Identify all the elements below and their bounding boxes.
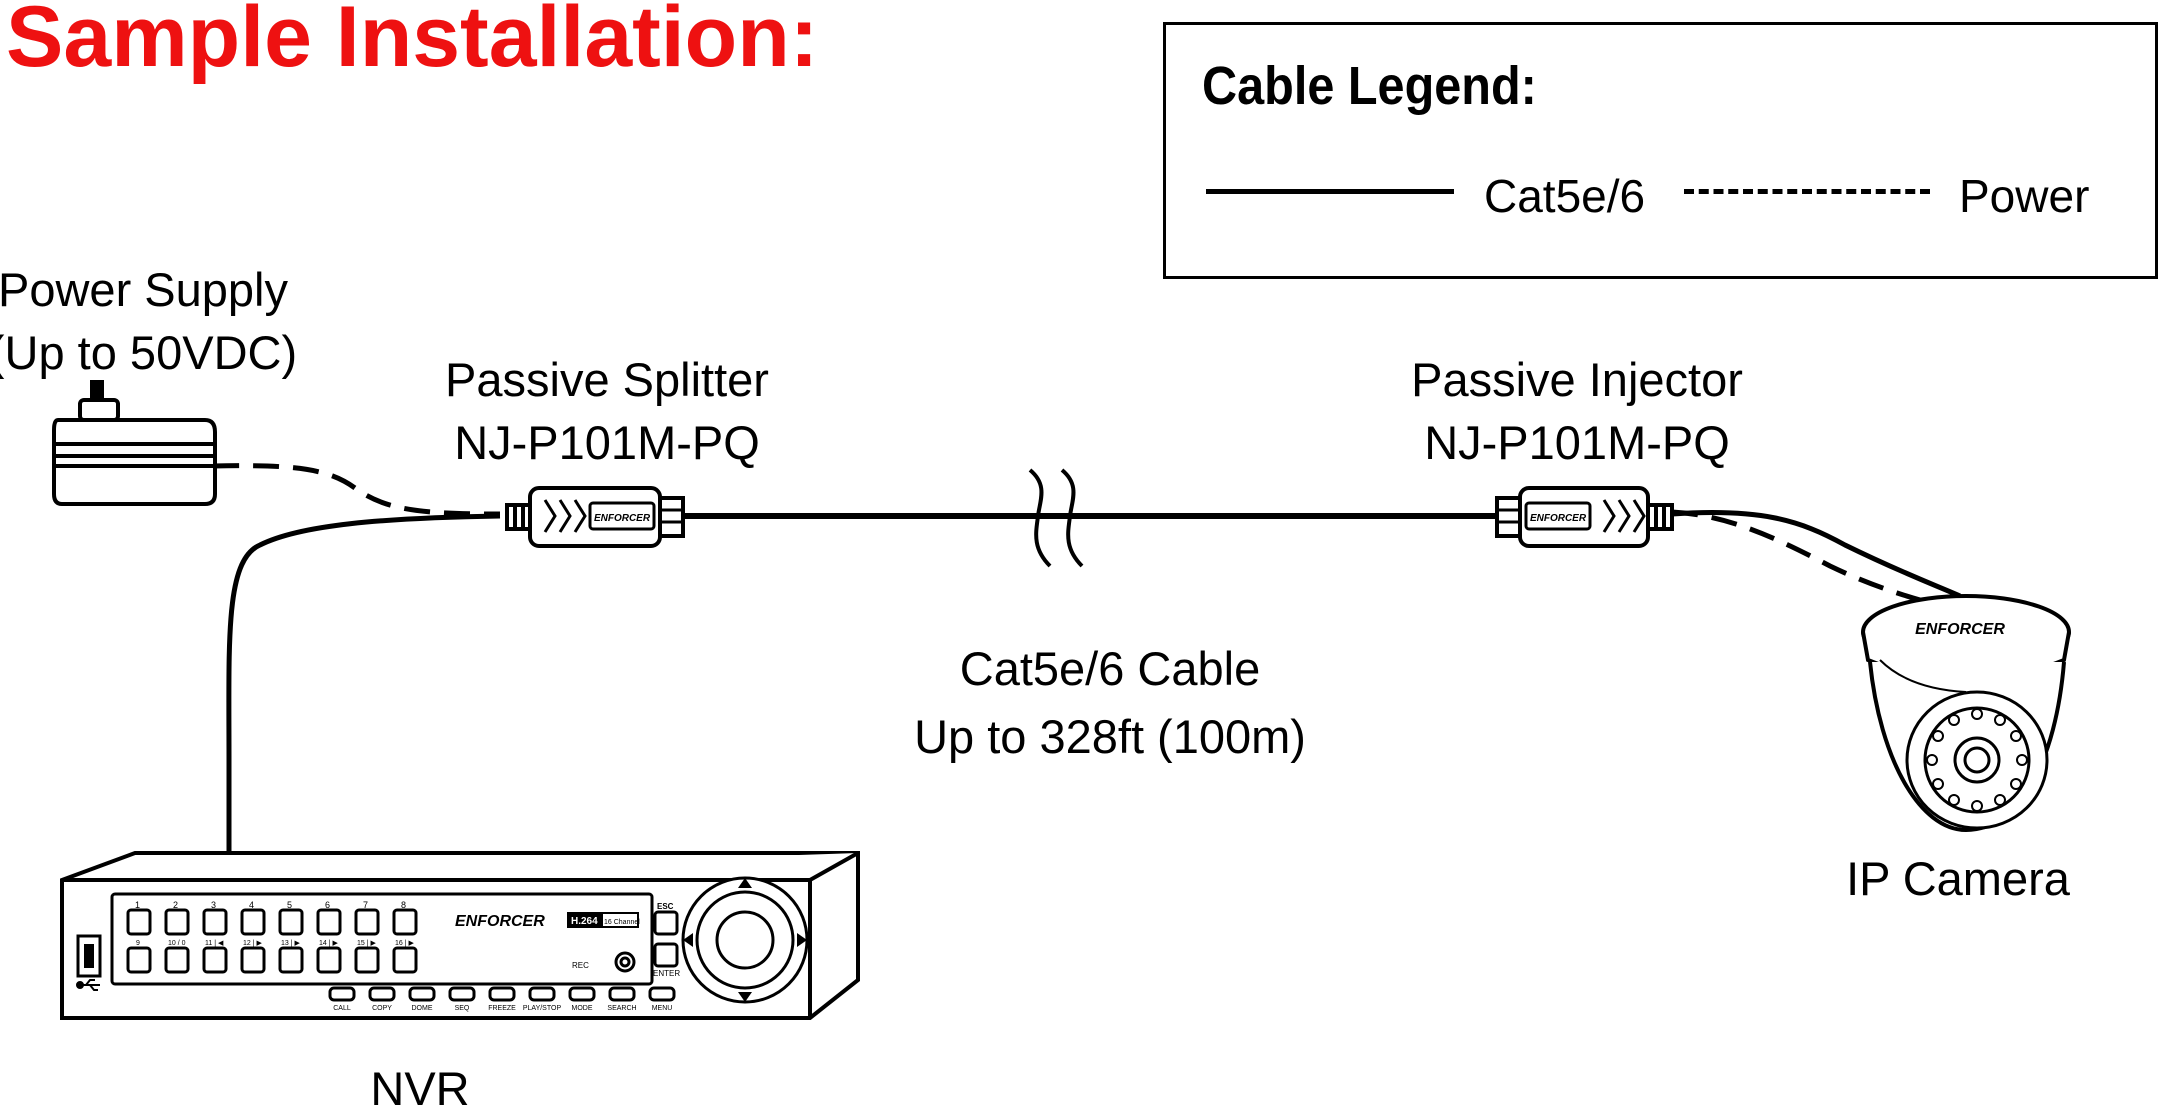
nvr-func-label: COPY — [372, 1005, 392, 1012]
legend-title: Cable Legend: — [1202, 56, 1537, 116]
camera-label: IP Camera — [1846, 852, 2070, 905]
ip-camera-device — [1861, 594, 2071, 833]
nvr-func-label: FREEZE — [488, 1005, 516, 1012]
nvr-label: NVR — [370, 1062, 470, 1115]
nvr-func-label: DOME — [412, 1005, 433, 1012]
psu-to-splitter-power — [212, 463, 501, 517]
nvr-logo: ENFORCER — [455, 913, 545, 930]
nvr-enter-label: ENTER — [653, 969, 680, 978]
passive-splitter-device — [505, 486, 685, 548]
nvr-bottom-number: 16 | ▶ — [395, 940, 414, 947]
power-supply-voltage: (Up to 50VDC) — [0, 326, 298, 380]
cable-length: Up to 328ft (100m) — [914, 710, 1306, 764]
nvr-bottom-number: 13 | ▶ — [281, 940, 300, 947]
nvr-top-number: 7 — [363, 900, 368, 910]
nvr-top-number: 8 — [401, 900, 406, 910]
cable-legend: Cable Legend: Cat5e/6 Power — [1163, 22, 2158, 279]
nvr-func-label: SEQ — [455, 1005, 470, 1012]
usb-icon — [76, 979, 100, 991]
nvr-codec-label: H.264 — [571, 916, 598, 927]
nvr-top-number: 4 — [249, 900, 254, 910]
cable-type: Cat5e/6 Cable — [959, 642, 1261, 695]
power-supply-label: Power Supply (Up to 50VDC) — [0, 258, 297, 385]
legend-cat5e-line — [1206, 189, 1454, 194]
injector-logo: ENFORCER — [1530, 513, 1587, 524]
nvr-func-label: CALL — [333, 1005, 351, 1012]
nvr-bottom-number: 14 | ▶ — [319, 940, 338, 947]
nvr-channels-label: 16 Channel — [604, 919, 640, 926]
camera-logo: ENFORCER — [1915, 621, 2005, 638]
nvr-top-number: 3 — [211, 900, 216, 910]
power-supply-name: Power Supply — [0, 263, 288, 316]
splitter-model: NJ-P101M-PQ — [454, 416, 760, 470]
cable-label: Cat5e/6 Cable Up to 328ft (100m) — [914, 635, 1306, 771]
injector-label: Passive Injector NJ-P101M-PQ — [1411, 348, 1743, 475]
nvr-bottom-number: 15 | ▶ — [357, 940, 376, 947]
legend-cat5e-label: Cat5e/6 — [1484, 170, 1646, 222]
nvr-bottom-number: 12 | ▶ — [243, 940, 262, 947]
nvr-top-number: 5 — [287, 900, 292, 910]
nvr-bottom-number: 10 / 0 — [168, 940, 186, 947]
cable-break-icon — [1028, 468, 1084, 568]
power-cables — [212, 463, 1949, 611]
cat5e-cables — [226, 510, 1962, 857]
splitter-logo: ENFORCER — [594, 513, 651, 524]
nvr-bottom-number: 11 | ◀ — [205, 940, 224, 947]
nvr-bottom-number: 9 — [136, 940, 140, 947]
legend-power-line — [1684, 189, 1930, 194]
injector-name: Passive Injector — [1411, 353, 1743, 406]
nvr-top-number: 2 — [173, 900, 178, 910]
nvr-top-number: 1 — [135, 900, 140, 910]
nvr-func-label: MODE — [572, 1005, 593, 1012]
nvr-func-label: PLAY/STOP — [523, 1005, 562, 1012]
splitter-label: Passive Splitter NJ-P101M-PQ — [445, 348, 769, 475]
power-adapter-icon — [52, 380, 217, 506]
legend-power-label: Power — [1959, 170, 2090, 222]
nvr-func-label: SEARCH — [607, 1005, 636, 1012]
nvr-rec-label: REC — [572, 961, 589, 970]
passive-injector-device — [1495, 486, 1674, 548]
page-title: Sample Installation: — [6, 0, 819, 85]
nvr-to-splitter-cable — [226, 513, 501, 857]
splitter-name: Passive Splitter — [445, 353, 769, 406]
nvr-device — [60, 851, 860, 1020]
nvr-esc-label: ESC — [657, 902, 674, 911]
injector-to-camera-cable — [1671, 510, 1962, 599]
nvr-func-label: MENU — [652, 1005, 673, 1012]
injector-model: NJ-P101M-PQ — [1424, 416, 1730, 470]
nvr-top-number: 6 — [325, 900, 330, 910]
